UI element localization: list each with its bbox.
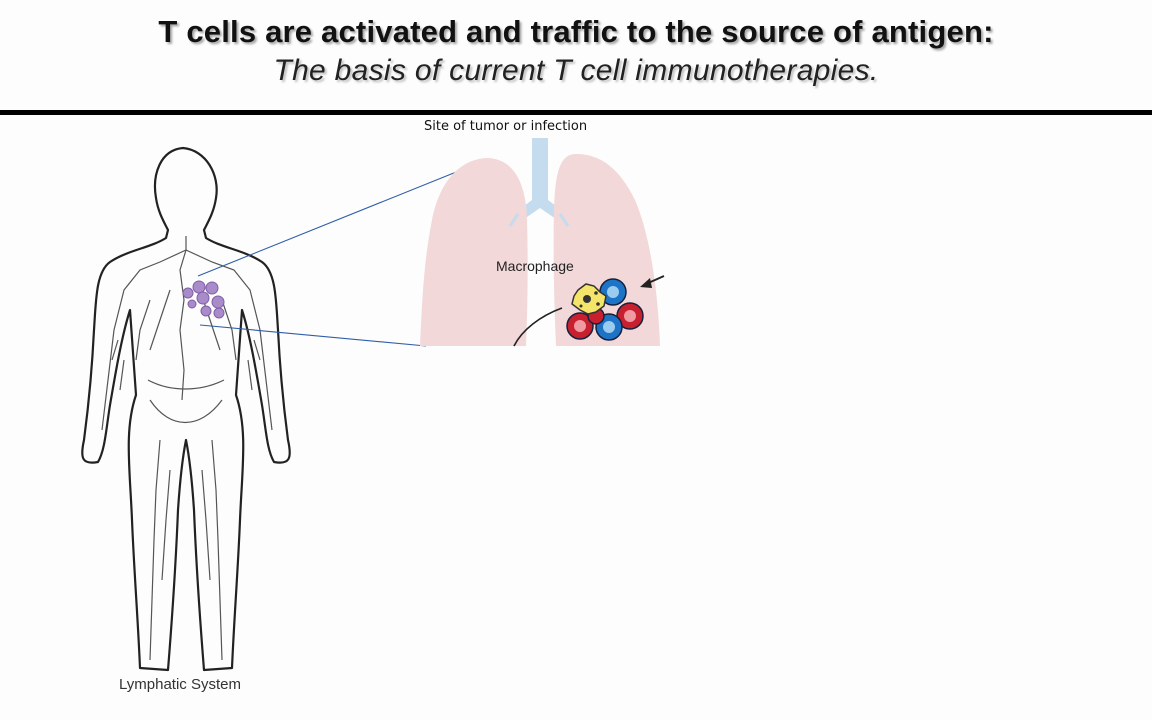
macrophage-cell: [571, 283, 607, 315]
t-cell-cluster: [566, 278, 644, 341]
macrophage-pointer-line: [513, 307, 563, 347]
slide-subtitle: The basis of current T cell immunotherap…: [273, 54, 879, 87]
lymphatic-system-caption: Lymphatic System: [119, 676, 241, 693]
slide-title: T cells are activated and traffic to the…: [158, 14, 994, 49]
title-divider: [0, 110, 1152, 115]
macrophage-label: Macrophage: [496, 258, 574, 274]
human-body-outline: [81, 146, 291, 672]
tumor-cell-cluster: [182, 280, 225, 319]
trachea: [508, 138, 572, 226]
site-of-tumor-label: Site of tumor or infection: [424, 119, 588, 134]
arrow-icon: [640, 275, 665, 288]
left-lung: [420, 158, 528, 346]
zoom-connector-lines: [197, 159, 487, 347]
